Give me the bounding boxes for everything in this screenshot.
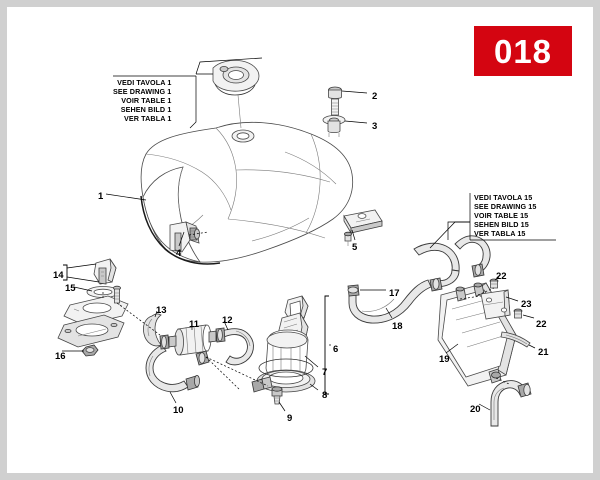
- callout-number-4: 4: [176, 248, 182, 259]
- reference-note-table-15: VEDI TAVOLA 15 SEE DRAWING 15 VOIR TABLE…: [474, 193, 537, 238]
- part-hose-clamps: [159, 327, 226, 366]
- part-screw-small: [113, 285, 122, 304]
- part-hose-10: [145, 344, 200, 393]
- ref-note-1-line-0: VEDI TAVOLA 1: [117, 78, 172, 87]
- callout-leader-lines: [62, 57, 556, 412]
- callout-number-3: 3: [372, 121, 378, 132]
- reference-note-table-1: VEDI TAVOLA 1 SEE DRAWING 1 VOIR TABLE 1…: [113, 78, 171, 123]
- callout-number-17: 17: [389, 288, 400, 299]
- callout-number-13: 13: [156, 305, 167, 316]
- part-hinge-bracket-14: [93, 258, 117, 285]
- part-grommet-3: [322, 115, 346, 137]
- callout-number-20: 20: [470, 404, 481, 415]
- ref-note-15-line-1: SEE DRAWING 15: [474, 202, 537, 212]
- part-drain-hose-20: [490, 380, 532, 427]
- callout-number-1: 1: [98, 191, 104, 202]
- ref-note-1-line-1: SEE DRAWING 1: [113, 87, 172, 97]
- part-hose-12: [221, 328, 254, 366]
- part-canister-upper-hose: [454, 235, 491, 278]
- part-canister-strap-21: [500, 331, 531, 348]
- part-breather-hose-18: [347, 279, 432, 324]
- part-mount-plate-5: [343, 209, 383, 246]
- part-tank-canister-hose: [413, 242, 460, 292]
- ref-note-15-line-3: SEHEN BILD 15: [474, 220, 529, 230]
- callout-number-16: 16: [55, 351, 66, 362]
- part-canister-bracket-23: [480, 289, 511, 320]
- callout-number-12: 12: [222, 315, 233, 326]
- ref-note-15-line-0: VEDI TAVOLA 15: [474, 193, 533, 202]
- part-bolt-2: [328, 86, 342, 116]
- callout-number-10: 10: [173, 405, 184, 416]
- part-nut-16: [81, 344, 99, 357]
- ref-note-15-line-2: VOIR TABLE 15: [474, 211, 529, 221]
- callout-number-5: 5: [352, 242, 358, 253]
- ref-note-1-line-4: VER TABLA 1: [124, 114, 172, 124]
- plate-number-text: 018: [493, 32, 553, 70]
- callout-number-22: 22: [536, 319, 547, 330]
- callout-number-8: 8: [322, 390, 328, 401]
- callout-number-14: 14: [53, 270, 64, 281]
- part-bolt-22-lower: [513, 308, 523, 319]
- callout-number-22: 22: [496, 271, 507, 282]
- part-fuel-cap: [212, 60, 260, 143]
- callout-number-2: 2: [372, 91, 378, 102]
- part-flange-plates: [57, 295, 129, 348]
- part-retaining-clip-13: [143, 313, 162, 347]
- callout-number-11: 11: [189, 319, 200, 330]
- callout-number-9: 9: [287, 413, 293, 424]
- part-fuel-filter-11: [163, 324, 223, 356]
- callout-number-6: 6: [333, 344, 339, 355]
- callout-number-15: 15: [65, 283, 76, 294]
- plate-number-badge: 018: [474, 26, 572, 76]
- ref-note-1-line-3: SEHEN BILD 1: [120, 105, 172, 115]
- callout-number-19: 19: [439, 354, 450, 365]
- part-bolt-22-upper: [489, 278, 499, 289]
- part-fuel-pump-6: [251, 295, 316, 405]
- callout-number-7: 7: [322, 367, 328, 378]
- callout-number-18: 18: [392, 321, 403, 332]
- ref-note-15-line-4: VER TABLA 15: [474, 229, 526, 239]
- ref-note-1-line-2: VOIR TABLE 1: [121, 96, 172, 106]
- callout-number-23: 23: [521, 299, 532, 310]
- callout-number-21: 21: [538, 347, 549, 358]
